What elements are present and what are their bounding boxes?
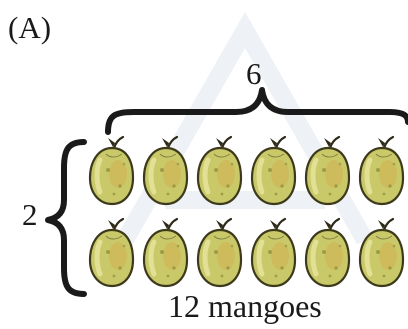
mango-grid [86,134,408,294]
left-brace-icon [45,139,87,297]
top-brace-icon [105,87,408,135]
part-label: (A) [8,10,52,45]
mango-icon [194,216,244,288]
mango-row [86,134,408,214]
mango-icon [194,134,244,206]
mango-icon [248,134,298,206]
columns-count-label: 6 [246,56,262,91]
mango-row [86,216,408,296]
mango-icon [356,134,406,206]
mango-icon [140,216,190,288]
mango-icon [86,134,136,206]
mango-icon [302,134,352,206]
mango-icon [140,134,190,206]
mango-icon [302,216,352,288]
mango-icon [86,216,136,288]
mango-icon [356,216,406,288]
figure-caption: 12 mangoes [168,288,322,324]
rows-count-label: 2 [22,197,38,232]
mango-icon [248,216,298,288]
